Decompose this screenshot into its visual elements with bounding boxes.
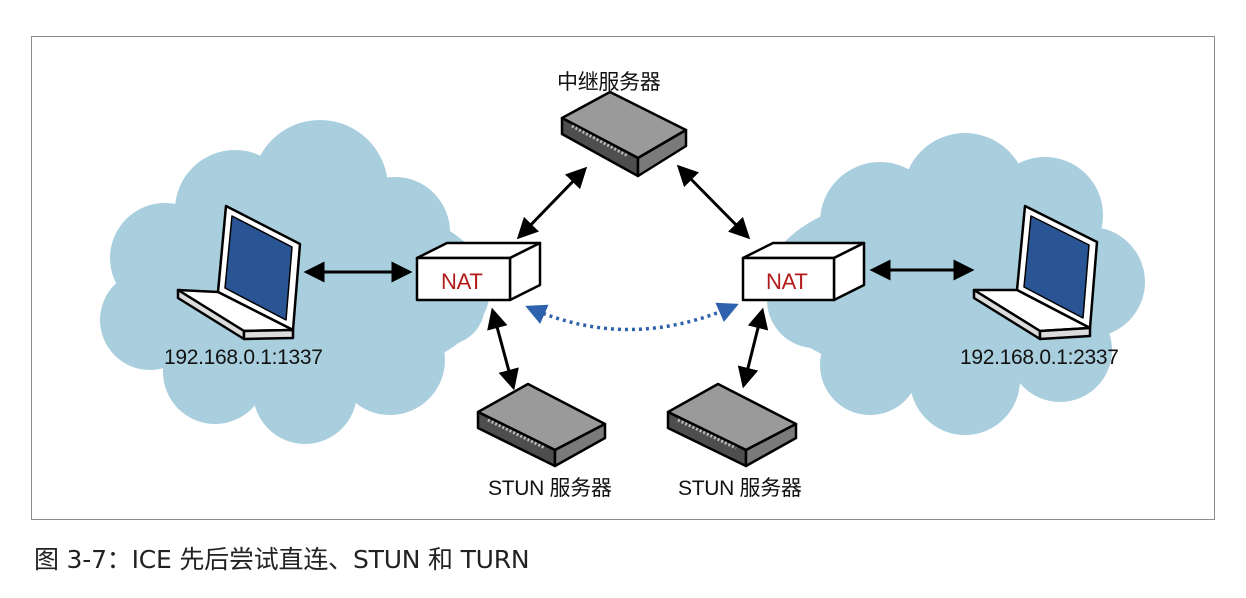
link-arrow [487, 307, 519, 391]
stun-server-label-right: STUN 服务器 [678, 477, 802, 500]
host-address-left: 192.168.0.1:1337 [164, 346, 323, 369]
link-arrow [737, 307, 769, 389]
nat-router-icon [415, 241, 542, 302]
nat-label-right: NAT [766, 269, 808, 294]
cloud-icon [100, 120, 490, 444]
laptop-icon [176, 204, 302, 341]
relay-server-label: 中继服务器 [557, 71, 661, 94]
link-arrow [676, 164, 751, 240]
host-address-right: 192.168.0.1:2337 [960, 346, 1119, 369]
nat-label-left: NAT [441, 269, 483, 294]
server-icon [476, 382, 607, 468]
server-icon [666, 382, 798, 468]
direct-connection-arrow [525, 302, 739, 332]
stun-server-label-left: STUN 服务器 [488, 477, 612, 500]
server-icon [560, 90, 688, 178]
laptop-icon [972, 204, 1099, 341]
link-arrow [516, 166, 588, 240]
figure-caption: 图 3-7：ICE 先后尝试直连、STUN 和 TURN [34, 545, 530, 574]
nat-router-icon [741, 241, 866, 302]
